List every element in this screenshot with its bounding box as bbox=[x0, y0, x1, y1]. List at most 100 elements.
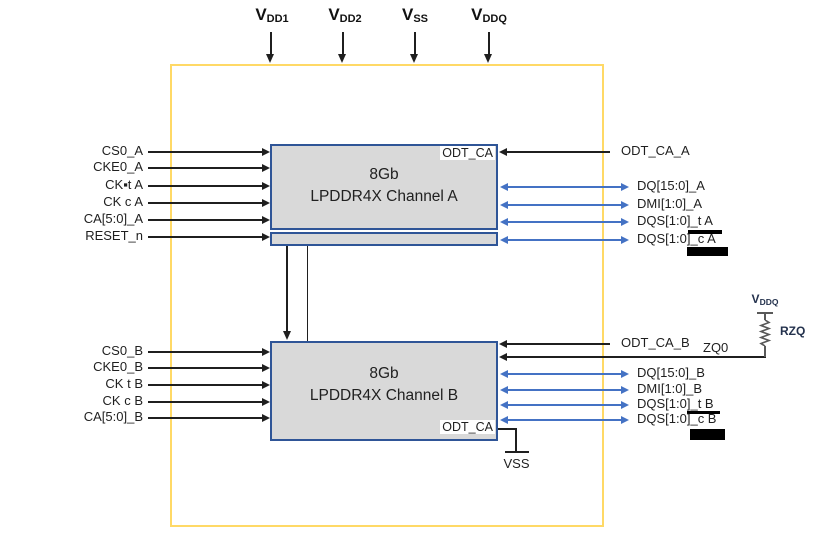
power-rail-vdd2-label: VDD2 bbox=[310, 5, 380, 27]
signal-ck-t-b-label: CK t B bbox=[105, 376, 143, 391]
arrow-down-icon bbox=[410, 54, 418, 63]
channel-a-title-line1: 8Gb bbox=[369, 166, 399, 183]
package-boundary bbox=[170, 64, 604, 527]
vss-ground-bar bbox=[505, 451, 529, 453]
signal-cs0-a-label: CS0_A bbox=[101, 143, 143, 158]
signal-ca-a-label: CA[5:0]_A bbox=[83, 211, 143, 226]
channel-a-reset-strip bbox=[270, 232, 498, 246]
arrow-left-icon bbox=[500, 370, 508, 378]
signal-dmi-a-label: DMI[1:0]_A bbox=[637, 196, 703, 211]
arrow-down-icon bbox=[484, 54, 492, 63]
signal-line-blue bbox=[508, 239, 621, 241]
vss-tie-vline bbox=[515, 428, 517, 453]
channel-b-title-line2: LPDDR4X Channel B bbox=[309, 387, 459, 404]
rail-sub: SS bbox=[413, 13, 429, 25]
arrow-right-icon bbox=[262, 233, 270, 241]
power-rail-line bbox=[342, 32, 344, 55]
rail-base: V bbox=[471, 5, 483, 24]
arrow-right-icon bbox=[621, 416, 629, 424]
interblock-line bbox=[286, 246, 288, 332]
arrow-right-icon bbox=[262, 199, 270, 207]
arrow-right-icon bbox=[621, 236, 629, 244]
signal-line bbox=[148, 417, 262, 419]
signal-line bbox=[148, 185, 262, 187]
dqs-t-b-underline-bar bbox=[687, 411, 720, 414]
rail-sub: DDQ bbox=[482, 13, 507, 25]
power-rail-line bbox=[488, 32, 490, 55]
channel-a-odt-pin-label: ODT_CA bbox=[440, 146, 495, 160]
rzq-vddq-label: VDDQ bbox=[751, 292, 779, 307]
arrow-left-icon bbox=[499, 353, 507, 361]
signal-line bbox=[148, 401, 262, 403]
signal-line bbox=[148, 351, 262, 353]
power-rail-vdd1-label: VDD1 bbox=[237, 5, 307, 27]
arrow-right-icon bbox=[621, 201, 629, 209]
arrow-right-icon bbox=[262, 381, 270, 389]
signal-ca-b-label: CA[5:0]_B bbox=[83, 409, 143, 424]
vss-ground-label: VSS bbox=[503, 456, 530, 471]
channel-b-title: 8Gb LPDDR4X Channel B bbox=[272, 363, 496, 407]
signal-cke0-a-label: CKE0_A bbox=[93, 159, 143, 174]
arrow-right-icon bbox=[262, 182, 270, 190]
signal-dq-a-label: DQ[15:0]_A bbox=[637, 178, 705, 193]
rzq-stub-bottom bbox=[764, 346, 766, 357]
channel-a-title-line2: LPDDR4X Channel A bbox=[310, 188, 458, 205]
signal-line bbox=[148, 236, 262, 238]
arrow-right-icon bbox=[262, 216, 270, 224]
signal-odt-ca-a-label: ODT_CA_A bbox=[621, 143, 690, 158]
arrow-left-icon bbox=[499, 340, 507, 348]
signal-line bbox=[148, 151, 262, 153]
zq0-pin-label: ZQ0 bbox=[703, 340, 729, 355]
rail-base: V bbox=[328, 5, 340, 24]
arrow-right-icon bbox=[621, 386, 629, 394]
power-rail-line bbox=[270, 32, 272, 55]
signal-line bbox=[148, 384, 262, 386]
arrow-right-icon bbox=[262, 164, 270, 172]
vddq-tap-bar bbox=[757, 312, 773, 314]
interblock-line-thin bbox=[307, 246, 308, 341]
arrow-down-icon bbox=[283, 331, 291, 340]
signal-line bbox=[148, 167, 262, 169]
signal-dqs-t-a-label: DQS[1:0]_t A bbox=[637, 213, 713, 228]
signal-line-blue bbox=[508, 389, 621, 391]
signal-line-blue bbox=[508, 373, 621, 375]
rzq-resistor-label: RZQ bbox=[780, 324, 806, 338]
signal-line-blue bbox=[508, 419, 621, 421]
signal-dq-b-label: DQ[15:0]_B bbox=[637, 365, 705, 380]
arrow-down-icon bbox=[338, 54, 346, 63]
dqs-c-b-bar bbox=[690, 429, 725, 440]
signal-dqs-c-a-label: DQS[1:0]_c A bbox=[637, 231, 716, 246]
power-rail-vss-label: VSS bbox=[380, 5, 450, 27]
rzq-stub-top bbox=[764, 314, 766, 320]
signal-cs0-b-label: CS0_B bbox=[101, 343, 143, 358]
arrow-right-icon bbox=[621, 183, 629, 191]
signal-line bbox=[507, 151, 610, 153]
rail-base: V bbox=[401, 5, 414, 24]
arrow-left-icon bbox=[500, 201, 508, 209]
arrow-left-icon bbox=[500, 401, 508, 409]
signal-cke0-b-label: CKE0_B bbox=[93, 359, 143, 374]
arrow-left-icon bbox=[500, 416, 508, 424]
channel-b-title-line1: 8Gb bbox=[369, 365, 399, 382]
signal-ck-t-a-label: CK▪t A bbox=[105, 177, 143, 192]
signal-line bbox=[507, 343, 610, 345]
signal-line-blue bbox=[508, 404, 621, 406]
arrow-left-icon bbox=[500, 386, 508, 394]
rail-sub: DD2 bbox=[339, 13, 362, 25]
arrow-right-icon bbox=[262, 414, 270, 422]
signal-ck-c-a-label: CK c A bbox=[103, 194, 143, 209]
zq0-line bbox=[507, 356, 766, 358]
signal-line-blue bbox=[508, 186, 621, 188]
arrow-down-icon bbox=[266, 54, 274, 63]
dqs-t-a-underline-bar bbox=[688, 230, 722, 234]
vss-tie-hline bbox=[498, 428, 517, 430]
signal-dqs-c-b-label: DQS[1:0]_c B bbox=[637, 411, 717, 426]
power-rail-vddq-label: VDDQ bbox=[454, 5, 524, 27]
arrow-right-icon bbox=[262, 348, 270, 356]
dqs-c-a-bar bbox=[687, 247, 728, 256]
arrow-right-icon bbox=[262, 398, 270, 406]
channel-b-odt-pin-label: ODT_CA bbox=[440, 420, 495, 434]
rail-base: V bbox=[255, 5, 267, 24]
signal-line-blue bbox=[508, 221, 621, 223]
